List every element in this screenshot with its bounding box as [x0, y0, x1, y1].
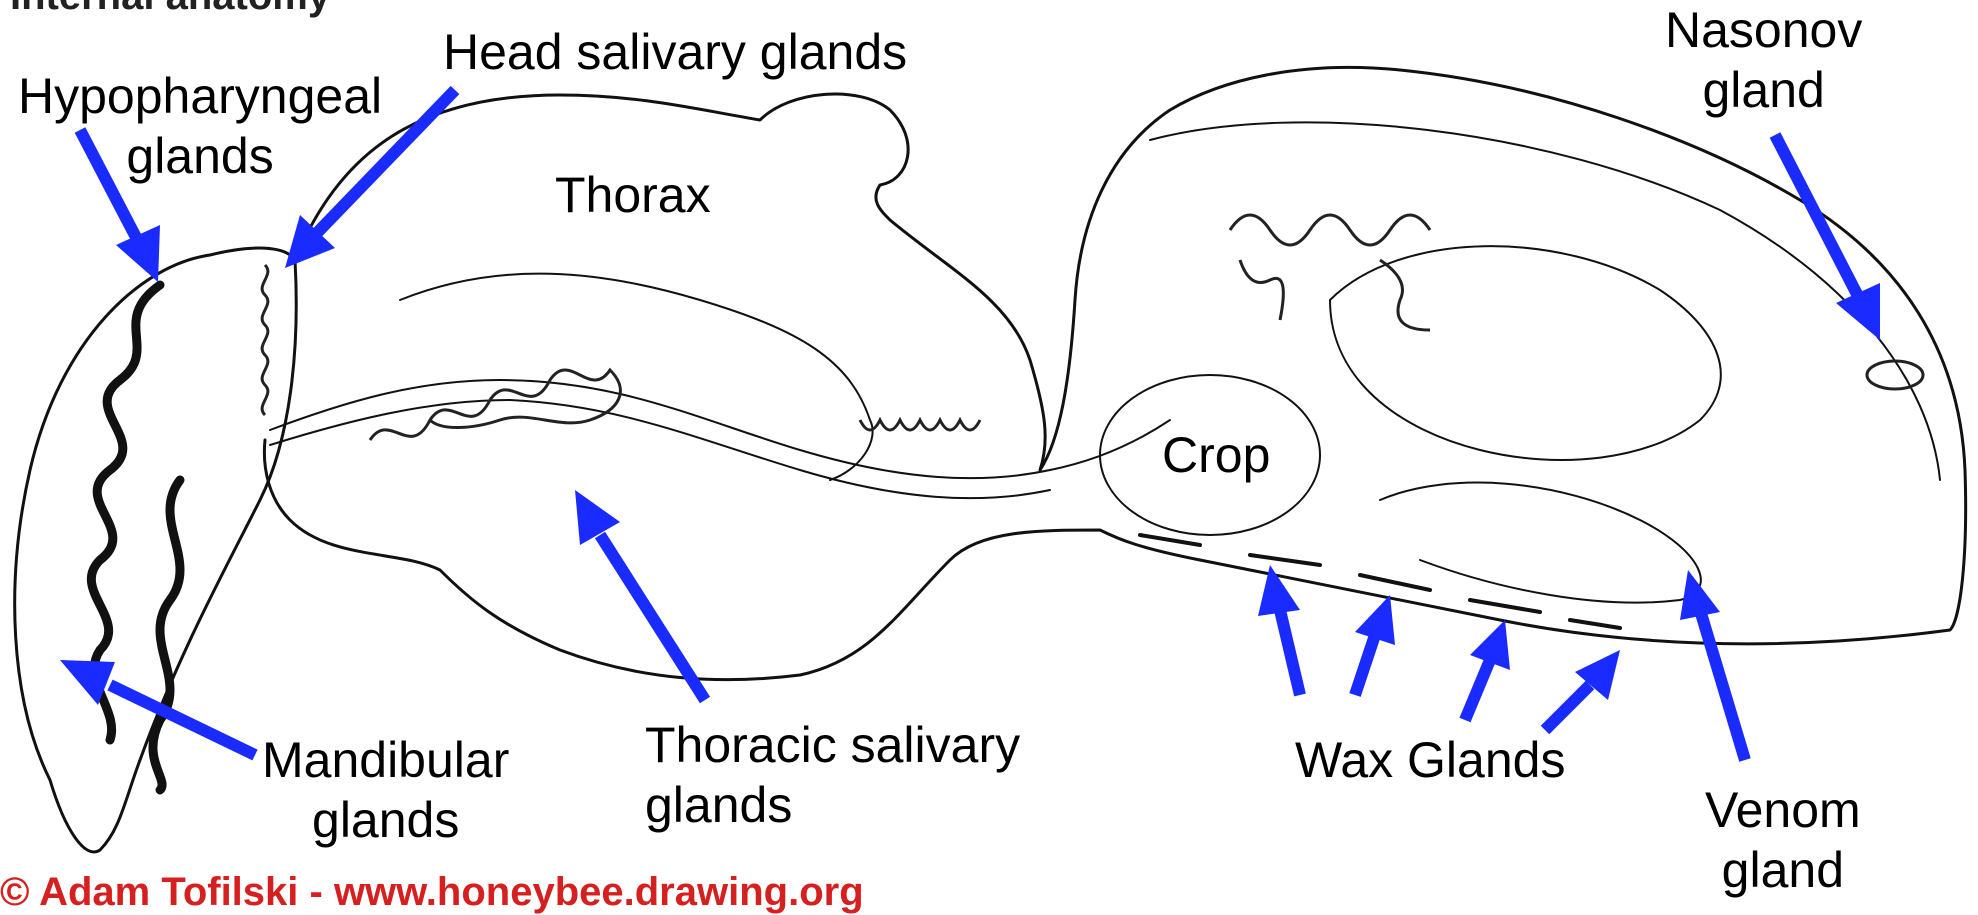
arrow-wax-2 [1355, 635, 1375, 695]
label-hypopharyngeal-glands: Hypopharyngeal glands [18, 66, 382, 186]
label-head-salivary-glands: Head salivary glands [443, 22, 907, 82]
label-venom-gland: Venom gland [1705, 780, 1861, 900]
arrow-mandibular [110, 685, 255, 755]
thoracic-duct-spiral [860, 420, 980, 430]
label-mandibular-glands: Mandibular glands [262, 730, 509, 850]
intestine [1380, 483, 1701, 603]
copyright-credit: © Adam Tofilski - www.honeybee.drawing.o… [0, 870, 864, 915]
arrow-wax-3-head [1470, 620, 1510, 670]
arrow-wax-1 [1280, 610, 1300, 695]
arrow-wax-2-head [1355, 595, 1395, 645]
mandibular-coil [153, 480, 180, 790]
label-thoracic-salivary-glands: Thoracic salivary glands [645, 715, 1020, 835]
label-wax-glands: Wax Glands [1295, 730, 1565, 790]
esophagus [270, 380, 1170, 478]
abdomen-organs [1330, 246, 1721, 460]
label-crop: Crop [1162, 425, 1270, 485]
thoracic-duct [400, 274, 873, 480]
thorax-outline [264, 67, 1965, 679]
arrow-wax-3 [1465, 660, 1490, 720]
head-salivary-cluster [262, 265, 268, 415]
arrow-wax-4 [1545, 685, 1590, 730]
arrow-venom [1700, 610, 1745, 760]
nasonov-structure [1867, 361, 1923, 389]
esophagus-inner [270, 400, 1050, 498]
label-nasonov-gland: Nasonov gland [1665, 0, 1862, 120]
label-thorax: Thorax [555, 165, 711, 225]
